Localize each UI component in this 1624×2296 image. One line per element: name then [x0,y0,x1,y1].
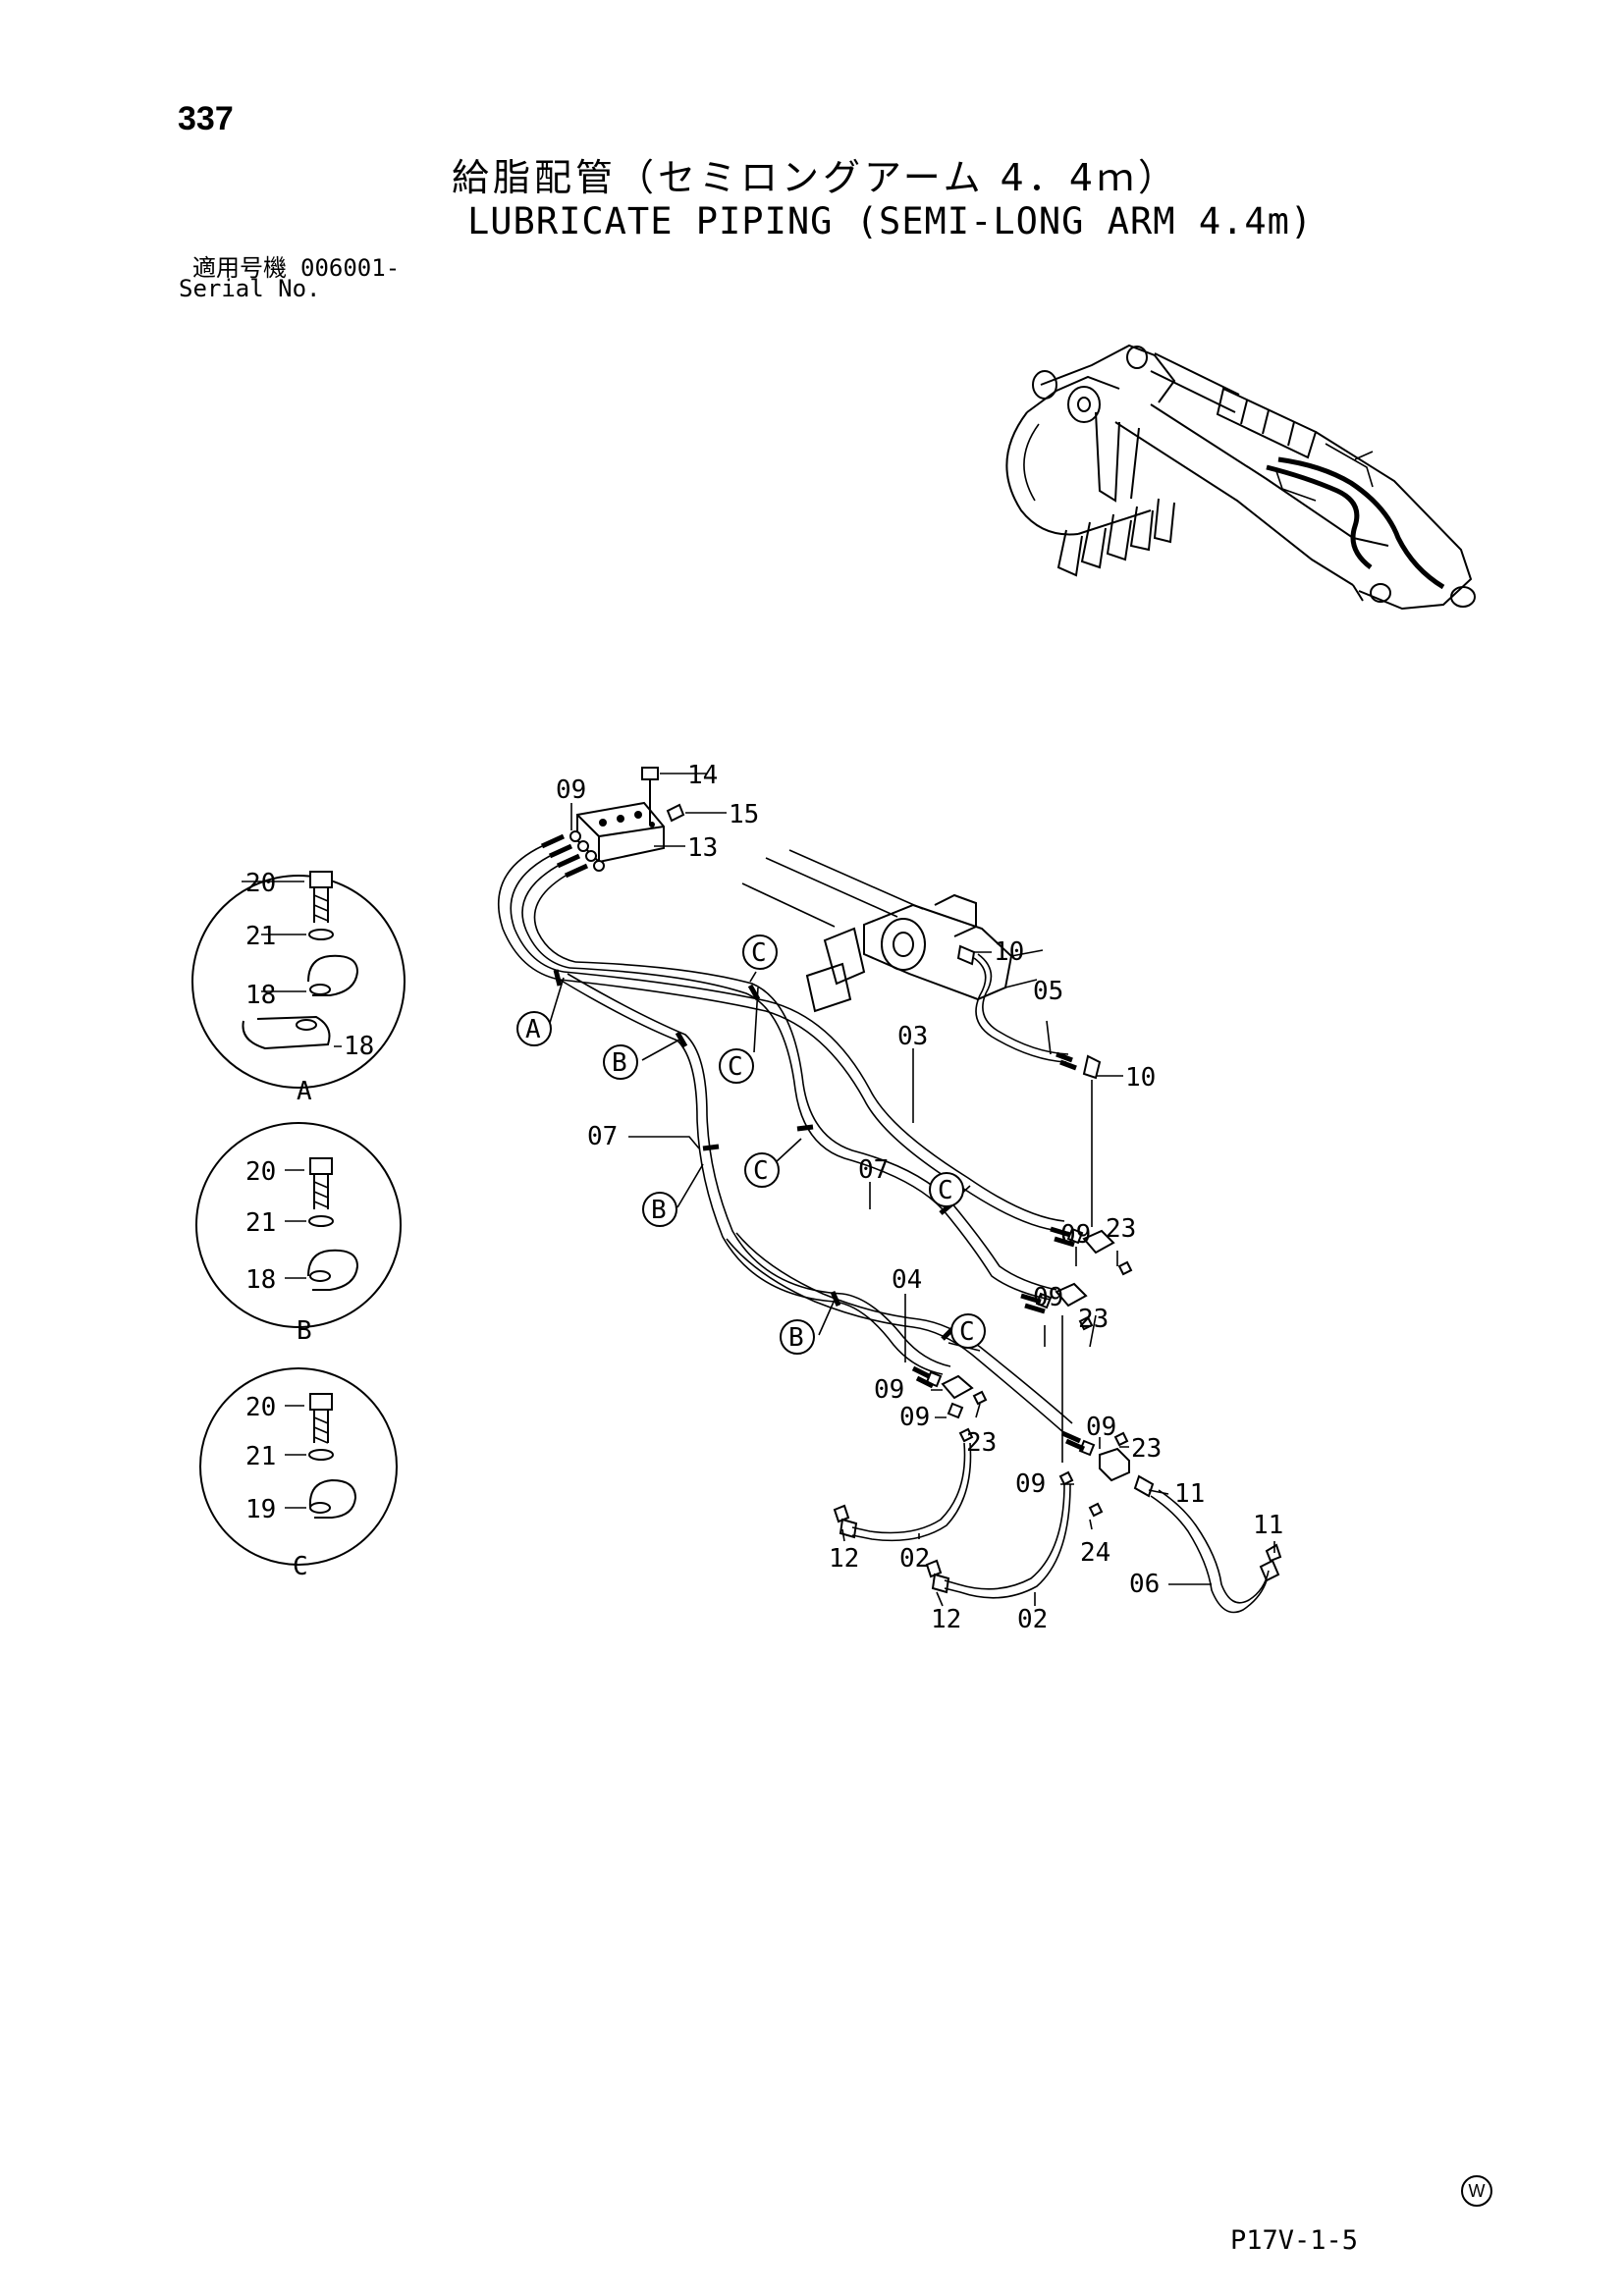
marker-c: C [751,938,767,968]
part-label: 09 [556,775,586,805]
marker-c: C [959,1317,975,1347]
part-label: 12 [829,1544,859,1574]
part-label: 23 [966,1428,997,1458]
part-number-labels: 09 14 15 13 10 05 03 10 07 07 09 23 04 0… [556,761,1283,1634]
part-label: 10 [1125,1063,1156,1093]
detail-c-letter: C [293,1552,308,1581]
part-label: 13 [687,833,718,863]
part-label: 15 [729,800,759,829]
marker-c: C [728,1052,743,1082]
piping-assembly [498,767,1282,1614]
callout-leaders [549,773,1275,1607]
part-label: 09 [1015,1469,1046,1499]
serial-line: 適用号機 006001- [192,248,400,283]
marker-b: B [788,1323,804,1353]
manifold-hose-fittings [540,830,605,879]
part-label: 23 [1106,1214,1136,1244]
detail-b-part: 18 [245,1265,276,1295]
part-label: 09 [1086,1413,1116,1442]
detail-a-part: 21 [245,922,276,951]
detail-b-part: 20 [245,1157,276,1187]
part-label: 07 [587,1122,618,1151]
marker-c: C [938,1176,953,1205]
serial-label-jp: 適用号機 [192,254,287,282]
figure-reference: P17V-1-5 [1230,2225,1359,2256]
detail-b-part: 21 [245,1208,276,1238]
part-label: 14 [687,761,718,790]
marker-a: A [525,1015,541,1044]
part-label: 23 [1131,1434,1162,1464]
part-label: 09 [874,1375,904,1405]
part-label: 12 [931,1605,961,1634]
detail-a-letter: A [297,1077,312,1106]
part-label: 11 [1174,1479,1205,1509]
detail-c-part: 21 [245,1442,276,1471]
detail-view-b: 20 21 18 B [195,1122,402,1346]
title-japanese: 給脂配管（セミロングアーム 4．4ｍ） [452,156,1180,199]
marker-c: C [753,1156,769,1186]
part-label: 07 [858,1155,889,1185]
part-label: 10 [994,937,1024,967]
part-label: 06 [1129,1570,1160,1599]
detail-b-letter: B [297,1316,312,1346]
part-label: 02 [1017,1605,1048,1634]
title-english: LUBRICATE PIPING (SEMI-LONG ARM 4.4m) [467,200,1314,242]
part-label: 02 [899,1544,930,1574]
publisher-mark: W [1461,2175,1492,2207]
part-label: 11 [1253,1511,1283,1540]
detail-a-part: 18 [245,981,276,1010]
detail-view-a: 20 21 18 18 A [191,869,406,1106]
detail-a-part: 18 [344,1032,374,1061]
page-number: 337 [178,100,234,137]
serial-label-en: Serial No. [179,275,321,302]
marker-b: B [612,1048,627,1078]
detail-c-part: 20 [245,1393,276,1422]
part-label: 09 [899,1403,930,1432]
detail-view-c: 20 21 19 C [199,1367,398,1581]
serial-value: 006001- [300,254,401,282]
marker-b: B [651,1196,667,1225]
part-label: 05 [1033,977,1063,1006]
arm-overview-illustration [1005,344,1476,611]
clamp-markers: A B B B C C C C C [516,934,986,1355]
part-label: 23 [1078,1305,1109,1334]
detail-a-part: 20 [245,869,276,898]
detail-c-part: 19 [245,1495,276,1524]
part-label: 03 [897,1022,928,1051]
part-label: 09 [1033,1283,1063,1312]
part-label: 09 [1060,1220,1091,1250]
part-label: 24 [1080,1538,1110,1568]
part-label: 04 [892,1265,922,1295]
